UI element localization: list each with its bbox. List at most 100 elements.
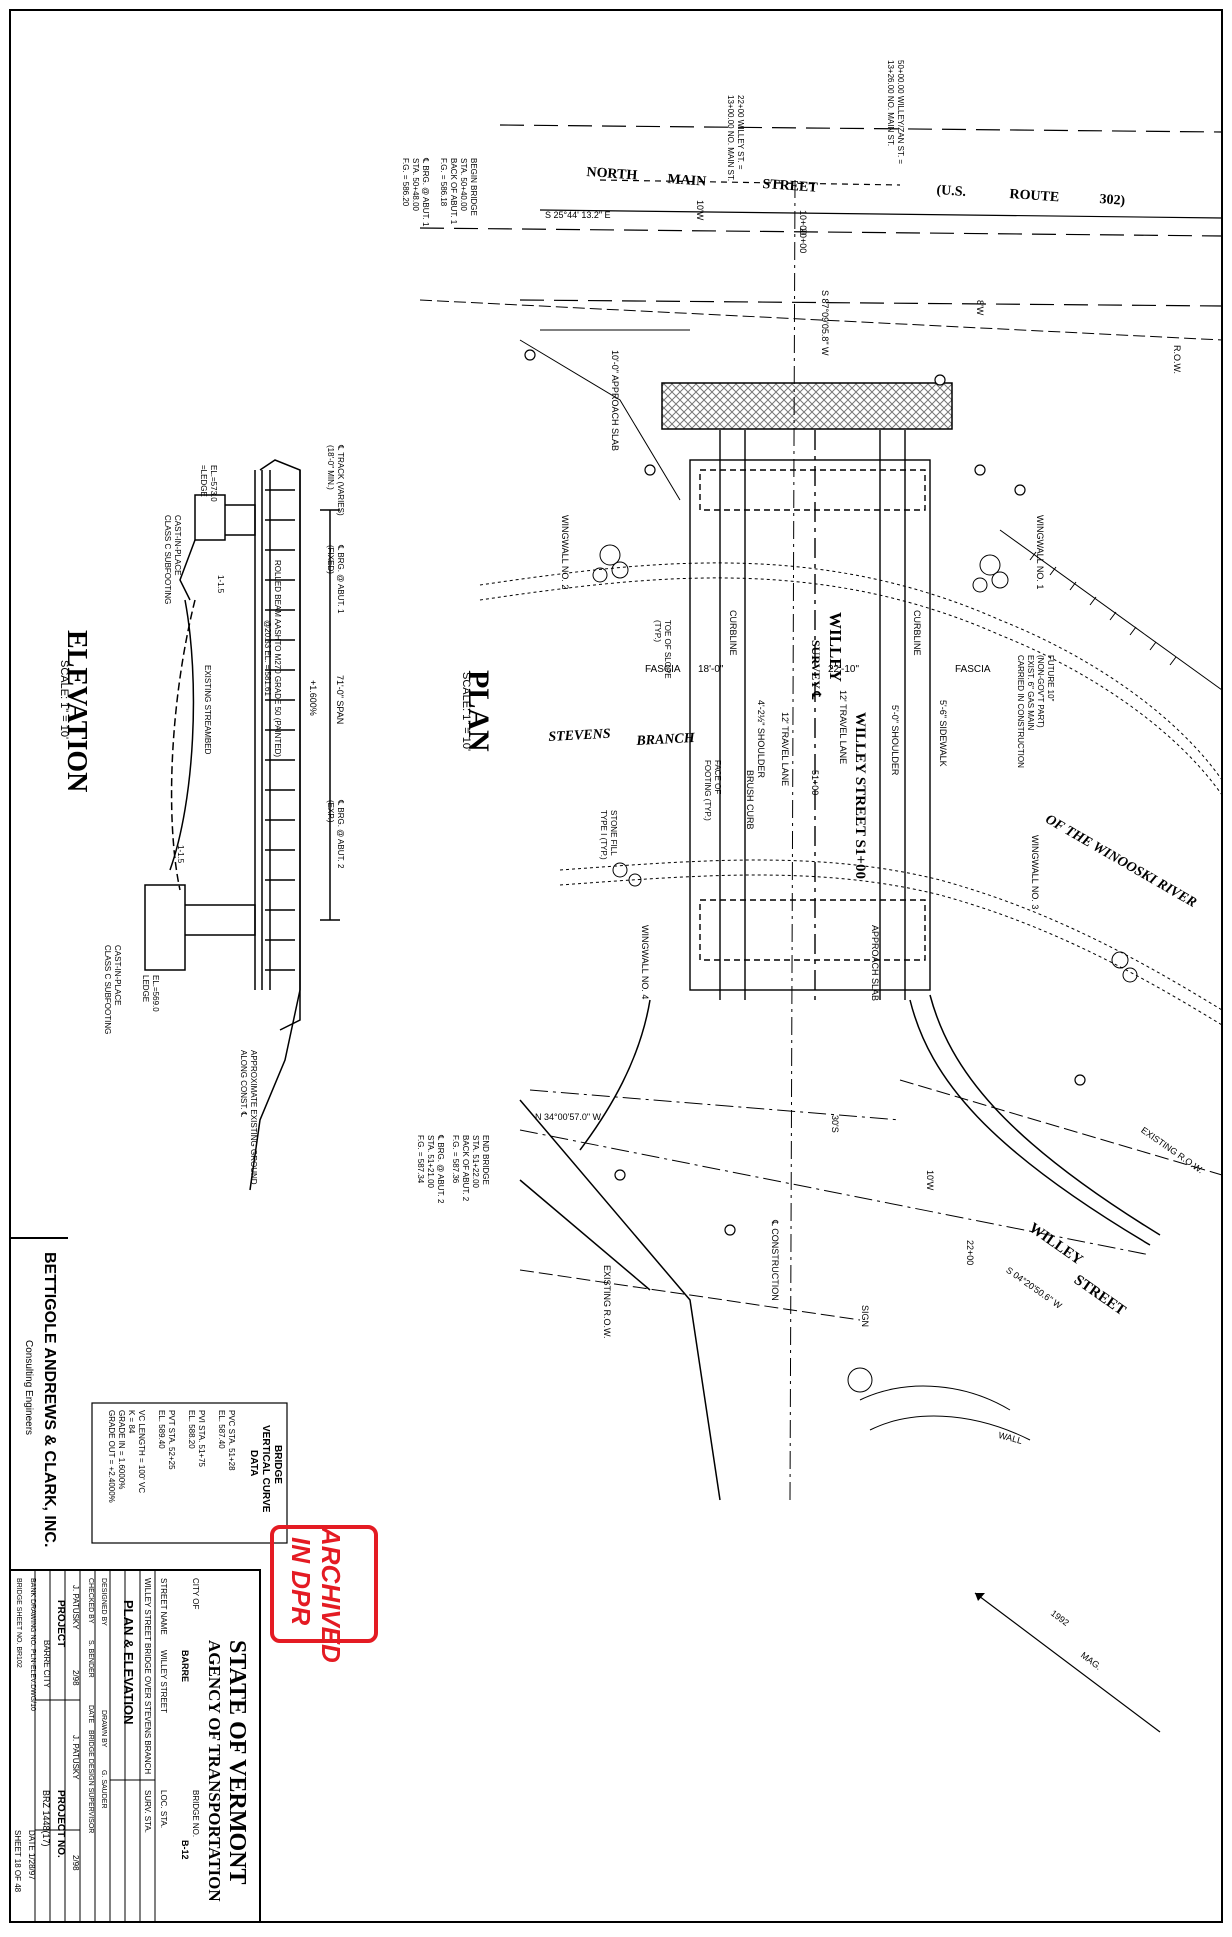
north-arrow-line xyxy=(974,1592,1161,1733)
approach-slab-2: APPROACH SLAB xyxy=(870,925,880,1002)
tb-project-desc: WILLEY STREET BRIDGE OVER STEVENS BRANCH xyxy=(143,1578,152,1775)
brg-abut-2-b: STA. 51+21.00 xyxy=(426,1135,435,1188)
tb-city-of-label: CITY OF xyxy=(191,1578,200,1610)
construction-cl-label: ℄ CONSTRUCTION xyxy=(770,1220,780,1301)
tb-date-1: 2/98 xyxy=(71,1670,80,1686)
river-label-1: STEVENS xyxy=(548,726,611,745)
toe-slope-1: TOE OF SLOPE xyxy=(663,620,672,679)
consultant-subtitle: Consulting Engineers xyxy=(23,1340,34,1436)
elev-ledge-2b: LEDGE xyxy=(141,975,150,1003)
willey-street-label: SURVEY ℄ xyxy=(809,640,823,700)
toe-slope-2: (TYP.) xyxy=(653,620,662,643)
vc-title-3: DATA xyxy=(248,1450,259,1477)
wingwall-4: WINGWALL NO. 4 xyxy=(640,925,650,1000)
route-label-3: 302) xyxy=(1098,192,1126,209)
fascia-left: FASCIA xyxy=(645,664,681,675)
approach-slab-hatch xyxy=(661,382,953,430)
elev-brg-1-b: (FIXED) xyxy=(326,545,335,574)
station-ref-2a: 50+00.00 WILLEY/ZAN ST. = xyxy=(896,60,905,165)
dim-30s: 30'S xyxy=(830,1115,840,1133)
vc-title-2: VERTICAL CURVE xyxy=(260,1425,271,1513)
sta-2200: 22+00 xyxy=(965,1240,975,1266)
tb-loc-sta: LOC. STA. xyxy=(159,1790,168,1829)
tb-drawn-by: DRAWN BY xyxy=(100,1710,107,1748)
title-block-lines xyxy=(34,1570,156,1922)
route-label: (U.S. xyxy=(935,183,967,201)
stone-fill-1: STONE FILL xyxy=(609,810,618,856)
wingwall-2: WINGWALL NO. 2 xyxy=(560,515,570,590)
elev-cast-2b: CLASS C SUBFOOTING xyxy=(103,945,112,1035)
wingwall-3: WINGWALL NO. 3 xyxy=(1030,835,1040,910)
wingwall-1: WINGWALL NO. 1 xyxy=(1035,515,1045,590)
tb-supervisor: BRIDGE DESIGN SUPERVISOR xyxy=(87,1730,94,1834)
row-label: R.O.W. xyxy=(1172,345,1182,374)
bridge-elevation xyxy=(144,459,340,1191)
slope-ticks xyxy=(999,529,1223,691)
elev-ledge-1b: =LEDGE xyxy=(199,465,208,497)
station-ref-2b: 13+26.00 NO. MAIN ST. xyxy=(886,60,895,147)
end-bridge-3: BACK OF ABUT. 2 xyxy=(461,1135,470,1202)
tb-project-label: PROJECT xyxy=(55,1600,66,1648)
brg-abut-1-b: STA. 50+48.00 xyxy=(411,158,420,211)
tb-drawing-title: PLAN & ELEVATION xyxy=(121,1600,136,1725)
station-ref-1a: 22+00 WILLEY ST. = xyxy=(736,95,745,170)
vc-line-5: EL. 589.40 xyxy=(157,1410,166,1449)
vertical-curve-box xyxy=(91,1402,288,1544)
elev-grade: +1.600% xyxy=(308,680,318,716)
elev-slope-2: 1-1.5 xyxy=(176,845,185,864)
elev-slope-1: 1-1.5 xyxy=(216,575,225,594)
tb-date-2: 2/98 xyxy=(71,1855,80,1871)
width-right: 22'-10" xyxy=(828,664,860,675)
brg-abut-2-c: F.G. = 587.34 xyxy=(416,1135,425,1184)
elev-ledge-2a: EL.=569.0 xyxy=(151,975,160,1012)
utility-poles xyxy=(524,349,1086,1236)
tb-engineer-2: J. PATUSKY xyxy=(71,1735,80,1780)
vc-line-8: GRADE IN = 1.6000% xyxy=(117,1410,126,1490)
stone-fill-2: TYPE I (TYP.) xyxy=(599,810,608,860)
elev-ground-1: APPROXIMATE EXISTING GROUND xyxy=(249,1050,258,1185)
shoulder-right: 5'-0" SHOULDER xyxy=(890,705,900,776)
elev-cast-2a: CAST-IN-PLACE xyxy=(113,945,122,1006)
face-footing-2: FOOTING (TYP.) xyxy=(703,760,712,821)
tb-sheet: SHEET 18 OF 48 xyxy=(13,1830,22,1893)
vc-line-3: EL. 588.20 xyxy=(187,1410,196,1449)
approach-slab-1: 10'-0" APPROACH SLAB xyxy=(610,350,620,451)
tb-bank-drawing: BANK DRAWING NO. PLN-ELEV.DWG/10 xyxy=(29,1578,36,1711)
elev-streambed: EXISTING STREAMBED xyxy=(203,665,212,755)
elev-brg-1-a: ℄ BRG. @ ABUT. 1 xyxy=(336,545,345,614)
face-footing-1: FACE OF xyxy=(713,760,722,795)
brush-curb-label: BRUSH CURB xyxy=(745,770,755,830)
north-main-street xyxy=(419,124,1223,307)
elev-track-2: (18'-0" MIN.) xyxy=(326,445,335,490)
begin-bridge-1: BEGIN BRIDGE xyxy=(469,158,478,216)
elev-ledge-1a: EL.=573.0 xyxy=(209,465,218,502)
brg-abut-1-a: ℄ BRG. @ ABUT. 1 xyxy=(421,158,430,227)
end-bridge-4: F.G. = 587.36 xyxy=(451,1135,460,1184)
begin-bridge-4: F.G. = 586.18 xyxy=(439,158,448,207)
travel-lane-left: 12' TRAVEL LANE xyxy=(780,712,790,787)
tb-project-city: BARRE CITY xyxy=(42,1640,51,1689)
construction-centerline xyxy=(519,179,1151,1501)
north-arrow-head xyxy=(975,1593,985,1601)
river-label-2: BRANCH xyxy=(636,730,696,749)
gas-main-2: (NON-GOV'T PART) xyxy=(1036,655,1045,728)
vc-line-1: EL. 587.40 xyxy=(217,1410,226,1449)
tb-drawn-name: G. SAUDER xyxy=(100,1770,107,1809)
tb-date-final: DATE 1/28/97 xyxy=(27,1830,36,1880)
tb-state: STATE OF VERMONT xyxy=(224,1640,250,1885)
stamp-line-2: IN DPR xyxy=(286,1537,316,1626)
sta-5100: 51+00 xyxy=(810,770,820,796)
dim-10w-1: 10'W xyxy=(695,200,705,221)
row-lines xyxy=(419,299,1223,1441)
north-main-label-2: MAIN xyxy=(666,172,707,190)
stamp-line-1: ARCHIVED xyxy=(316,1527,346,1663)
tb-street-name-label: STREET NAME xyxy=(159,1578,168,1635)
elev-cast-1a: CAST-IN-PLACE xyxy=(173,515,182,576)
vc-line-0: PVC STA. 51+28 xyxy=(227,1410,236,1471)
elev-beam-1: ROLLED BEAM AASHTO M270 GRADE 50 (PAINTE… xyxy=(273,560,282,758)
width-left: 18'-0" xyxy=(698,664,724,675)
bearing-4: S 87°09'05.8" W xyxy=(820,290,830,356)
end-bridge-2: STA. 51+22.00 xyxy=(471,1135,480,1188)
